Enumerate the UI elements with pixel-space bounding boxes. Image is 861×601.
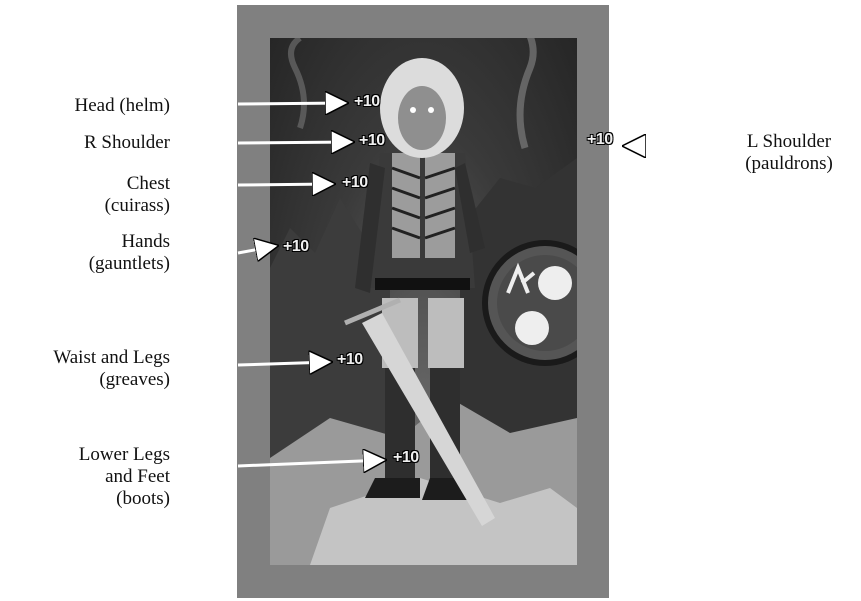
l-shoulder-label: L Shoulder (pauldrons) bbox=[717, 131, 861, 175]
head-label: Head (helm) bbox=[30, 95, 170, 117]
armored-warrior-illustration bbox=[270, 38, 577, 565]
boots-bonus: +10 bbox=[393, 449, 419, 467]
head-bonus: +10 bbox=[354, 93, 380, 111]
l-shoulder-bonus: +10 bbox=[587, 131, 613, 149]
warrior-artwork bbox=[270, 38, 577, 565]
chest-bonus: +10 bbox=[342, 174, 368, 192]
r-shoulder-bonus: +10 bbox=[359, 132, 385, 150]
waist-label: Waist and Legs (greaves) bbox=[0, 347, 170, 391]
hands-bonus: +10 bbox=[283, 238, 309, 256]
waist-bonus: +10 bbox=[337, 351, 363, 369]
hands-label: Hands (gauntlets) bbox=[30, 231, 170, 275]
r-shoulder-label: R Shoulder bbox=[30, 132, 170, 154]
boots-label: Lower Legs and Feet (boots) bbox=[30, 444, 170, 510]
chest-label: Chest (cuirass) bbox=[30, 173, 170, 217]
